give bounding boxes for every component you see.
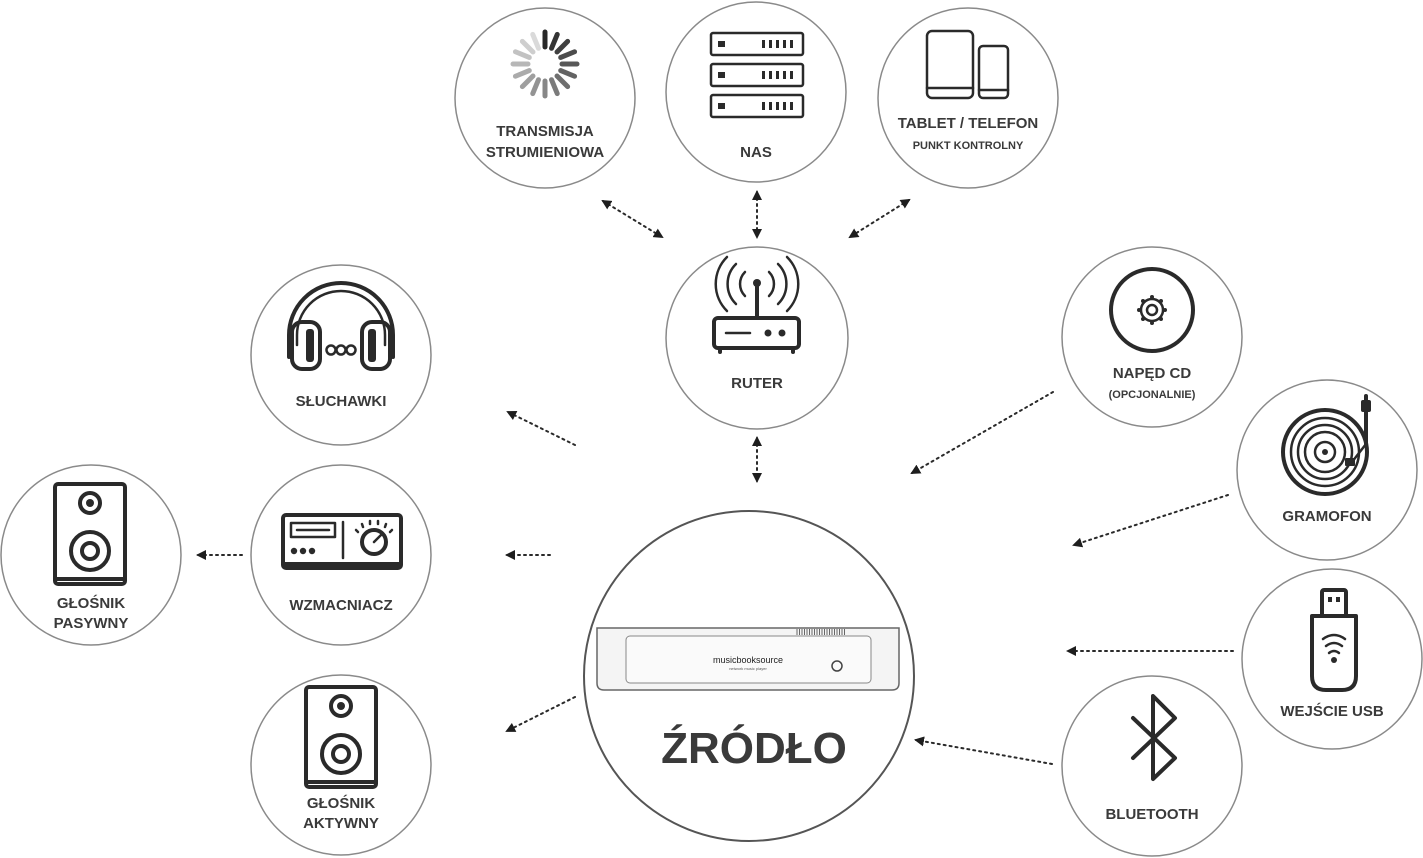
tablet-label-line1: TABLET / TELEFON (898, 115, 1039, 132)
streaming-label-line2: STRUMIENIOWA (486, 144, 604, 161)
node-circle (665, 246, 849, 430)
speaker-icon (304, 685, 378, 789)
node-streaming: TRANSMISJA STRUMIENIOWA (454, 7, 636, 189)
bluetooth-label: BLUETOOTH (1105, 806, 1198, 823)
node-headphones: SŁUCHAWKI (250, 264, 432, 446)
amplifier-icon (281, 513, 403, 570)
streaming-label-line1: TRANSMISJA (496, 123, 594, 140)
node-amplifier: WZMACNIACZ (250, 464, 432, 646)
node-circle (250, 674, 432, 856)
headphones-label: SŁUCHAWKI (296, 393, 387, 410)
amplifier-label: WZMACNIACZ (289, 597, 392, 614)
node-turntable: GRAMOFON (1236, 379, 1418, 561)
turntable-label: GRAMOFON (1282, 508, 1371, 525)
node-circle (0, 464, 182, 646)
device-brand: musicbooksource (713, 655, 783, 665)
music-player-device: musicbooksource network music player (596, 627, 900, 691)
usb-label: WEJŚCIE USB (1280, 702, 1384, 720)
spinner-spoke (558, 68, 578, 79)
spinner-spoke (512, 49, 532, 60)
node-router: RUTER (665, 246, 849, 430)
passive-speaker-label-line2: PASYWNY (54, 615, 129, 632)
arrow-to-headphones (506, 411, 576, 446)
spinner-spoke (554, 73, 571, 90)
node-active-speaker: GŁOŚNIK AKTYWNY (250, 674, 432, 856)
connectors (196, 190, 1234, 765)
arrow-from-bluetooth (914, 736, 1053, 765)
node-circle (1061, 246, 1243, 428)
spinner-spoke (549, 77, 560, 97)
headphones-icon (287, 281, 395, 371)
node-bluetooth: BLUETOOTH (1061, 675, 1243, 857)
node-passive-speaker: GŁOŚNIK PASYWNY (0, 464, 182, 646)
cd-disc-icon (1109, 267, 1195, 353)
arrow-to-active-speaker (505, 696, 576, 732)
node-tablet: TABLET / TELEFON PUNKT KONTROLNY (877, 7, 1059, 189)
tablet-phone-icon (925, 29, 1010, 100)
active-speaker-label-line1: GŁOŚNIK (307, 794, 376, 812)
node-circle (250, 464, 432, 646)
spinner-spoke (530, 77, 541, 97)
node-usb: WEJŚCIE USB (1241, 568, 1423, 750)
spinner-spoke (519, 38, 536, 55)
spinner-spoke (530, 31, 541, 51)
passive-speaker-label-line1: GŁOŚNIK (57, 594, 126, 612)
source-label: ŹRÓDŁO (661, 723, 847, 773)
usb-drive-icon (1310, 588, 1358, 692)
tablet-label-line2: PUNKT KONTROLNY (913, 140, 1024, 152)
device-grille (796, 629, 845, 635)
active-speaker-label-line2: AKTYWNY (303, 815, 379, 832)
bluetooth-icon (1131, 694, 1177, 781)
server-rack-icon (709, 31, 805, 119)
router-label: RUTER (731, 375, 783, 392)
nas-label: NAS (740, 144, 772, 161)
turntable-icon (1281, 394, 1371, 496)
node-source: musicbooksource network music player ŹRÓ… (583, 510, 915, 842)
node-circle (1236, 379, 1418, 561)
spinner-spoke (554, 38, 571, 55)
arrow-tablet-router (848, 198, 911, 239)
speaker-icon (53, 482, 127, 586)
cd-label-line1: NAPĘD CD (1113, 365, 1192, 382)
spinner-spoke (549, 31, 560, 51)
arrow-from-cd (910, 391, 1054, 474)
device-subtitle: network music player (729, 666, 767, 671)
cd-label-line2: (OPCJONALNIE) (1109, 389, 1196, 401)
arrow-from-turntable (1072, 494, 1229, 548)
arrow-streaming-router (601, 199, 664, 239)
power-button-icon (831, 660, 843, 672)
node-cd-drive: NAPĘD CD (OPCJONALNIE) (1061, 246, 1243, 428)
node-nas: NAS (665, 1, 847, 183)
loading-spinner-icon (510, 29, 580, 99)
spinner-spoke (558, 49, 578, 60)
spinner-spoke (519, 73, 536, 90)
spinner-spoke (512, 68, 532, 79)
wifi-router-icon (712, 255, 801, 354)
